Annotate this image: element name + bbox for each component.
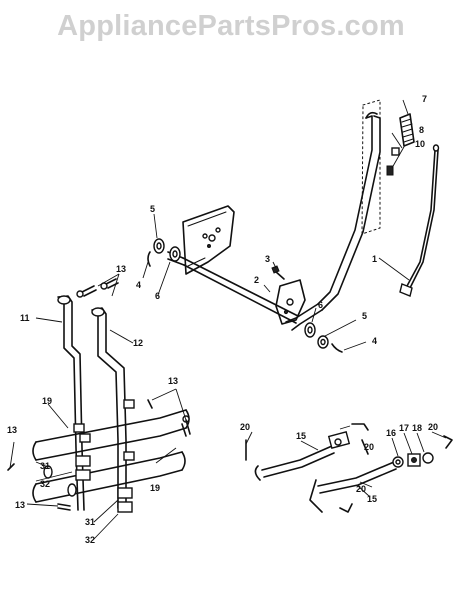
- hair-pin-clips-lower: [7, 399, 191, 511]
- leader-lines: [9, 99, 447, 540]
- hair-pin-clips-upper: [76, 278, 119, 298]
- hanger-bushings: [73, 399, 135, 513]
- callout-3: 3: [265, 254, 270, 264]
- callout-20: 20: [240, 422, 250, 432]
- watermark-logo: AppliancePartsPros.com: [57, 10, 405, 42]
- callout-10: 10: [415, 139, 425, 149]
- handle-grip: [399, 113, 415, 147]
- front-hanger-bar: [32, 409, 190, 503]
- callout-32: 32: [85, 535, 95, 545]
- callout-13: 13: [116, 264, 126, 274]
- callout-31: 31: [40, 461, 50, 471]
- callout-labels: 1 2 3 4 4 5 5 6 6 7 8 10 11 12 13 13 13 …: [7, 94, 438, 545]
- callout-2: 2: [254, 275, 259, 285]
- callout-5: 5: [150, 204, 155, 214]
- callout-4: 4: [372, 336, 377, 346]
- callout-18: 18: [412, 423, 422, 433]
- callout-32: 32: [40, 479, 50, 489]
- callout-13: 13: [7, 425, 17, 435]
- right-bushing: [304, 322, 343, 353]
- callout-19: 19: [42, 396, 52, 406]
- lower-link-rod-right: [309, 461, 397, 513]
- callout-11: 11: [20, 313, 30, 323]
- callout-20: 20: [428, 422, 438, 432]
- callout-15: 15: [296, 431, 306, 441]
- callout-1: 1: [372, 254, 377, 264]
- callout-31: 31: [85, 517, 95, 527]
- callout-6: 6: [155, 291, 160, 301]
- callout-20: 20: [364, 442, 374, 452]
- handle-pivot-bracket: [275, 279, 306, 325]
- release-button: [386, 147, 400, 176]
- callout-20: 20: [356, 484, 366, 494]
- callout-16: 16: [386, 428, 396, 438]
- bolt: [271, 265, 285, 280]
- callout-6: 6: [318, 300, 323, 310]
- left-bushing: [147, 238, 181, 267]
- callout-7: 7: [422, 94, 427, 104]
- callout-4: 4: [136, 280, 141, 290]
- lift-bracket: [182, 205, 235, 275]
- callout-13: 13: [15, 500, 25, 510]
- callout-12: 12: [133, 338, 143, 348]
- left-lift-link: [57, 295, 85, 511]
- callout-13: 13: [168, 376, 178, 386]
- callout-19: 19: [150, 483, 160, 493]
- callout-5: 5: [362, 311, 367, 321]
- lift-handle: [285, 99, 381, 331]
- trunnion-assembly: [245, 435, 453, 468]
- callout-8: 8: [419, 125, 424, 135]
- callout-17: 17: [399, 423, 409, 433]
- adjustment-rod: [399, 144, 440, 297]
- right-lift-link: [91, 307, 127, 509]
- lower-link-rod-left: [254, 423, 369, 481]
- callout-15: 15: [367, 494, 377, 504]
